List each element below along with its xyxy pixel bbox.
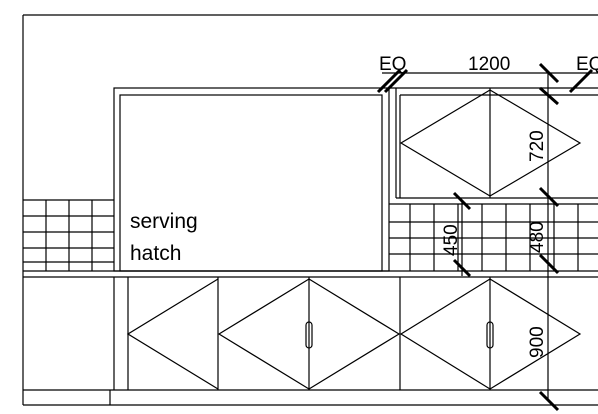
door-handle-left <box>305 321 313 349</box>
serving-hatch-label-line2: hatch <box>130 242 181 265</box>
dimension-backsplash-left: 450 <box>441 224 462 256</box>
base-door-3-swing <box>308 278 401 390</box>
base-door-2-swing <box>217 278 310 390</box>
upper-cabinet-door-left-swing <box>399 89 491 197</box>
drawing-linework <box>22 14 598 406</box>
base-door-5-swing <box>489 278 582 390</box>
dimension-top-width: 1200 <box>468 54 510 75</box>
serving-hatch-label-line1: serving <box>130 210 198 233</box>
dimension-ticks <box>376 62 594 412</box>
base-door-1-swing <box>126 278 219 390</box>
dimension-backsplash-right: 480 <box>527 221 548 253</box>
dimension-upper-cabinet-height: 720 <box>527 130 548 162</box>
upper-cabinet-door-right-swing <box>489 89 582 197</box>
base-door-4-swing <box>399 278 491 390</box>
door-handle-right <box>486 321 494 349</box>
dimension-base-cabinet-height: 900 <box>527 326 548 358</box>
dimension-eq-right: EQ <box>576 54 598 75</box>
dimension-eq-left: EQ <box>379 54 406 75</box>
